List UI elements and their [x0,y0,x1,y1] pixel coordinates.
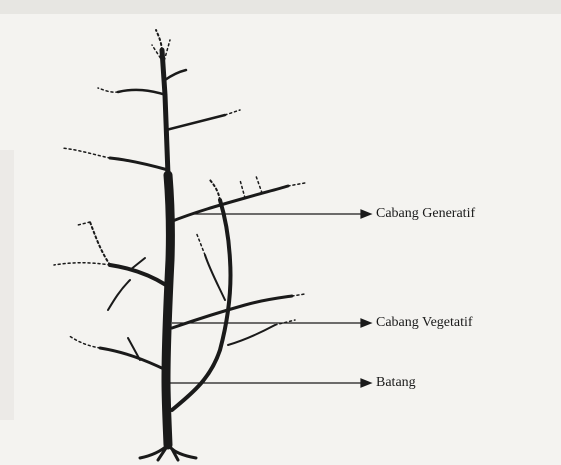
label-vegetative-branch: Cabang Vegetatif [376,316,473,330]
generative-branch [170,186,288,222]
label-trunk: Batang [376,376,416,390]
label-generative-branch: Cabang Generatif [376,207,475,221]
trunk [166,175,170,445]
right-trunk-branch [172,200,231,410]
trunk-arrowhead [361,379,371,387]
generative-arrowhead [361,210,371,218]
vegetative-arrowhead [361,319,371,327]
tree [54,30,305,460]
watermark [0,0,561,420]
trunk-upper [162,50,168,175]
